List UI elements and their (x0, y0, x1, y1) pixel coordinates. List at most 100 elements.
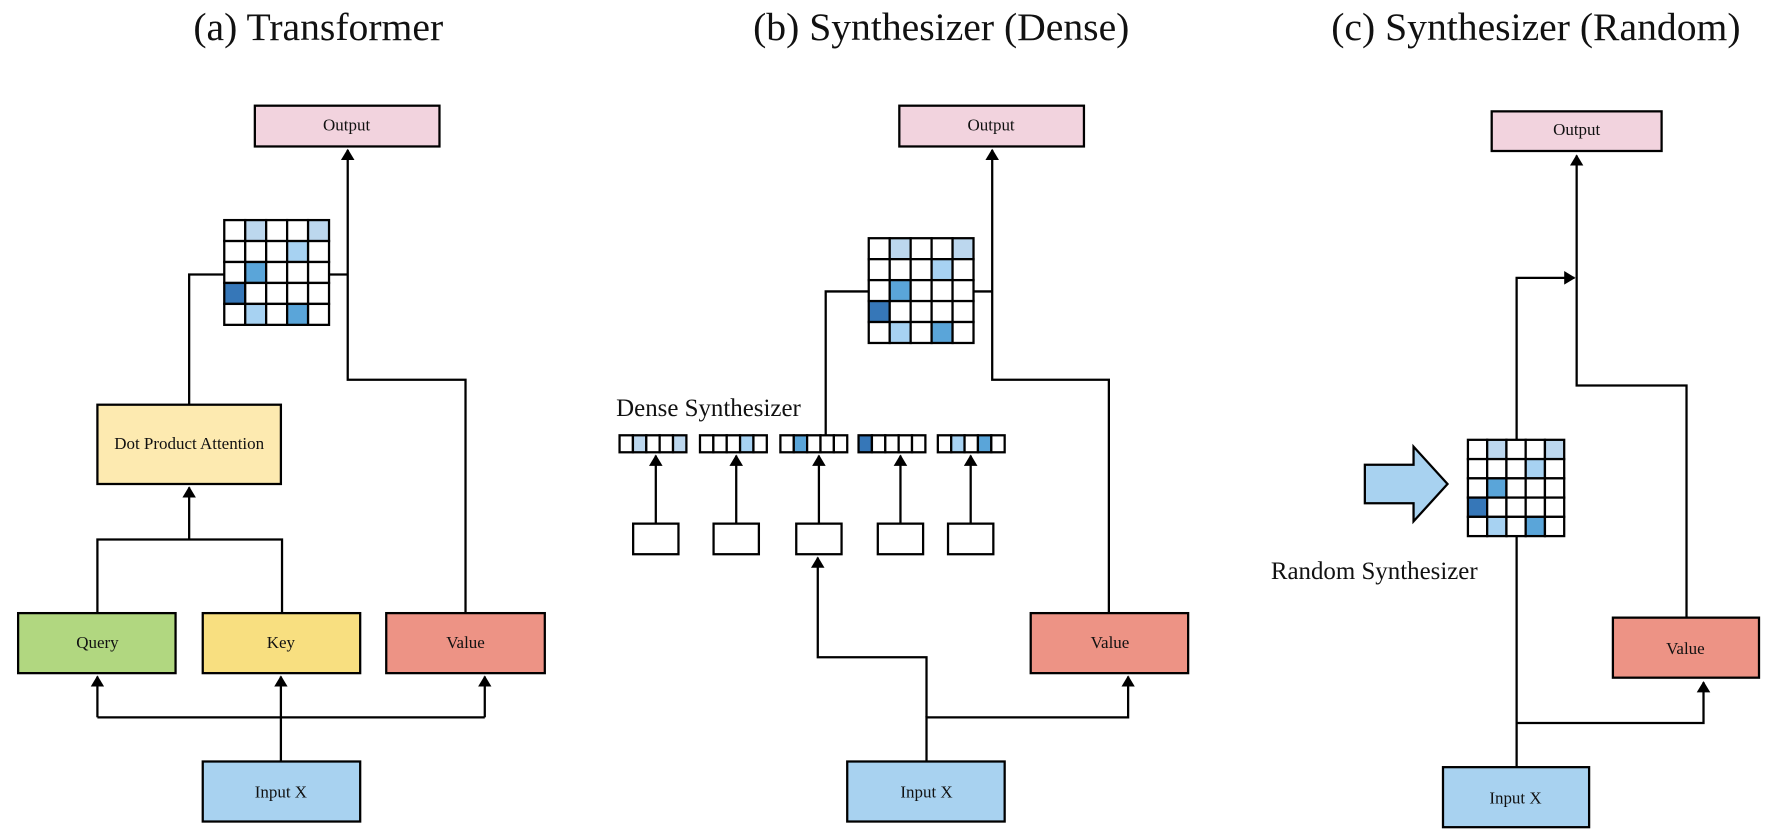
matrix-cell (223, 260, 247, 285)
matrix-cell (867, 299, 891, 324)
matrix-cell (888, 258, 912, 282)
matrix-cell (244, 218, 268, 243)
output-box (253, 104, 441, 148)
synthesized-vector (857, 434, 927, 454)
matrix-cell (285, 302, 310, 326)
matrix-cell (1543, 515, 1566, 538)
matrix-cell (265, 218, 289, 243)
query-box (16, 611, 177, 675)
matrix-cell (888, 278, 912, 303)
matrix-cell (285, 239, 310, 264)
projection-box (946, 522, 995, 556)
vector-cell (618, 434, 635, 454)
input-label: Input X (255, 783, 307, 802)
output-label: Output (323, 116, 370, 135)
matrix-cell (306, 239, 331, 264)
wire-value-to-output (1569, 154, 1688, 618)
matrix-cell (306, 218, 331, 243)
matrix-cell (909, 278, 933, 303)
matrix-cell (930, 237, 954, 261)
matrix-cell (306, 281, 331, 306)
matrix-cell (223, 218, 247, 243)
vector-cell (819, 434, 835, 454)
synthesized-vector (779, 434, 849, 454)
matrix-cell (223, 302, 247, 326)
matrix-cell (1505, 477, 1527, 499)
vector-cell (976, 434, 993, 454)
matrix-cell (1524, 515, 1547, 538)
matrix-cell (1505, 438, 1527, 461)
wire-input-branch (925, 675, 1135, 762)
matrix-cell (1486, 496, 1508, 518)
matrix-cell (1466, 438, 1489, 461)
matrix-cell (1486, 457, 1508, 480)
vector-cell (738, 434, 755, 454)
value-label: Value (1091, 633, 1130, 652)
matrix-cell (930, 299, 954, 324)
vector-cell (832, 434, 849, 454)
matrix-cell (867, 237, 891, 261)
synthesized-attention-matrix (867, 237, 975, 345)
panel-title-dense: (b) Synthesizer (Dense) (753, 5, 1129, 49)
output-box (898, 104, 1086, 148)
vector-cell (990, 434, 1006, 454)
matrix-cell (1524, 496, 1547, 518)
matrix-cell (223, 281, 247, 306)
vector-cell (792, 434, 809, 454)
matrix-cell (1543, 438, 1566, 461)
matrix-cell (909, 299, 933, 324)
vector-cell (963, 434, 980, 454)
matrix-cell (1486, 477, 1508, 499)
vector-cell (698, 434, 715, 454)
random-synthesizer-arrow-icon (1363, 443, 1450, 525)
value-box (385, 611, 546, 675)
matrix-cell (1505, 515, 1527, 538)
matrix-cell (951, 278, 975, 303)
vector-cell (725, 434, 742, 454)
wire-input-branch (1515, 681, 1711, 768)
wire-matrix-to-output (1515, 271, 1576, 440)
matrix-cell (1466, 496, 1489, 518)
matrix-cell (930, 278, 954, 303)
input-box (846, 760, 1006, 823)
vector-cell (712, 434, 728, 454)
query-label: Query (76, 633, 119, 652)
matrix-cell (244, 302, 268, 326)
wire-input-to-projection (810, 556, 928, 718)
matrix-cell (265, 302, 289, 326)
projection-box (632, 522, 680, 556)
vector-cell (779, 434, 795, 454)
value-box (1029, 611, 1190, 675)
matrix-cell (909, 237, 933, 261)
matrix-cell (888, 299, 912, 324)
panel-transformer: (a) Transformer Output Dot Product Atten… (16, 5, 546, 823)
wire-value-to-output (340, 148, 467, 614)
dense-synthesizer-vectors (618, 434, 1006, 556)
matrix-cell (909, 320, 933, 345)
output-label: Output (968, 116, 1015, 135)
matrix-cell (285, 281, 310, 306)
matrix-cell (265, 260, 289, 285)
vector-cell (645, 434, 661, 454)
matrix-cell (951, 320, 975, 345)
projection-box (876, 522, 925, 556)
matrix-cell (951, 258, 975, 282)
vector-cell (631, 434, 648, 454)
wire-attention-to-matrix (188, 273, 225, 405)
dot-product-attention-box (96, 403, 283, 486)
matrix-cell (867, 278, 891, 303)
panel-dense-synthesizer: (b) Synthesizer (Dense) Output Dense Syn… (616, 5, 1190, 823)
vector-cell (910, 434, 927, 454)
vector-cell (897, 434, 914, 454)
key-label: Key (267, 633, 296, 652)
matrix-cell (265, 281, 289, 306)
panel-title-transformer: (a) Transformer (193, 5, 443, 49)
vector-cell (671, 434, 688, 454)
matrix-cell (223, 239, 247, 264)
matrix-cell (888, 320, 912, 345)
panel-title-random: (c) Synthesizer (Random) (1331, 5, 1740, 49)
vector-cell (950, 434, 966, 454)
vector-cell (805, 434, 822, 454)
synthesized-vector (936, 434, 1006, 454)
